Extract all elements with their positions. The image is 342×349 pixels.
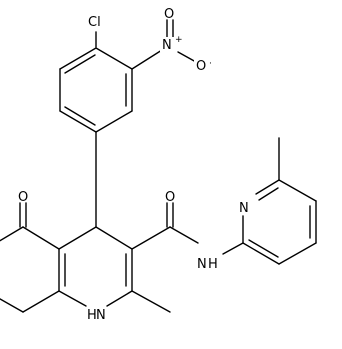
atom-label-pyridine-nitrogen: N bbox=[239, 201, 249, 216]
bond-ring-a-6 bbox=[59, 47, 97, 70]
bond-py-n-c6-inner bbox=[258, 187, 279, 201]
bond-ring-a-4-inner bbox=[64, 106, 96, 126]
bond-py-n-c6 bbox=[255, 179, 280, 195]
charge-mark-nitro-positive: + bbox=[175, 35, 183, 45]
atom-label-chlorine: Cl bbox=[88, 15, 101, 30]
bond-c5-c6 bbox=[0, 226, 24, 242]
bond-ring-a-4 bbox=[59, 110, 97, 133]
bond-c2-methyl bbox=[131, 290, 171, 313]
bond-py-c3-c2 bbox=[242, 242, 280, 265]
bond-py-c3-c2-inner bbox=[248, 239, 279, 258]
bond-py-c6-c5 bbox=[278, 179, 317, 202]
atom-label-amide-oxygen: O bbox=[165, 190, 175, 205]
bond-ring-a-6-inner bbox=[64, 54, 96, 74]
bond-c-nitro bbox=[131, 49, 163, 70]
bond-c3-carbonyl bbox=[131, 226, 171, 250]
atom-label-nitro-oxygen-right: O bbox=[196, 59, 206, 74]
atom-label-nitro-nitrogen: N bbox=[162, 38, 172, 53]
bond-nh-pyridyl bbox=[222, 242, 244, 255]
bond-c4a-c5 bbox=[22, 226, 60, 250]
bond-c2-n1 bbox=[106, 290, 133, 307]
bond-network bbox=[0, 19, 317, 313]
bond-ring-a-1 bbox=[95, 47, 133, 70]
bond-ring-a-3 bbox=[95, 110, 133, 133]
bond-c8-c8a bbox=[22, 290, 60, 313]
bond-c4-c3 bbox=[95, 226, 133, 250]
atom-label-ring-nh-hydrogen: H bbox=[87, 308, 97, 323]
bond-carbonyl-nh bbox=[169, 226, 199, 244]
bond-c7-c8 bbox=[0, 298, 24, 313]
atom-label-ring-nitrogen: N bbox=[96, 308, 106, 323]
atom-label-nitro-oxygen-top: O bbox=[164, 7, 174, 22]
bond-nitro-o-right bbox=[177, 51, 197, 63]
radical-mark-nitro-oxygen: · bbox=[209, 59, 212, 69]
atom-label-ketone-oxygen: O bbox=[18, 190, 28, 205]
bond-c4-c4a bbox=[58, 226, 97, 250]
atom-label-amide-nitrogen: N bbox=[197, 257, 207, 272]
bond-n1-c8a bbox=[58, 290, 87, 307]
atom-labels: Cl N + O O · O O N H N H N bbox=[18, 7, 249, 323]
bond-py-c4-c3 bbox=[278, 242, 317, 265]
atom-label-amide-hydrogen: H bbox=[208, 257, 218, 272]
